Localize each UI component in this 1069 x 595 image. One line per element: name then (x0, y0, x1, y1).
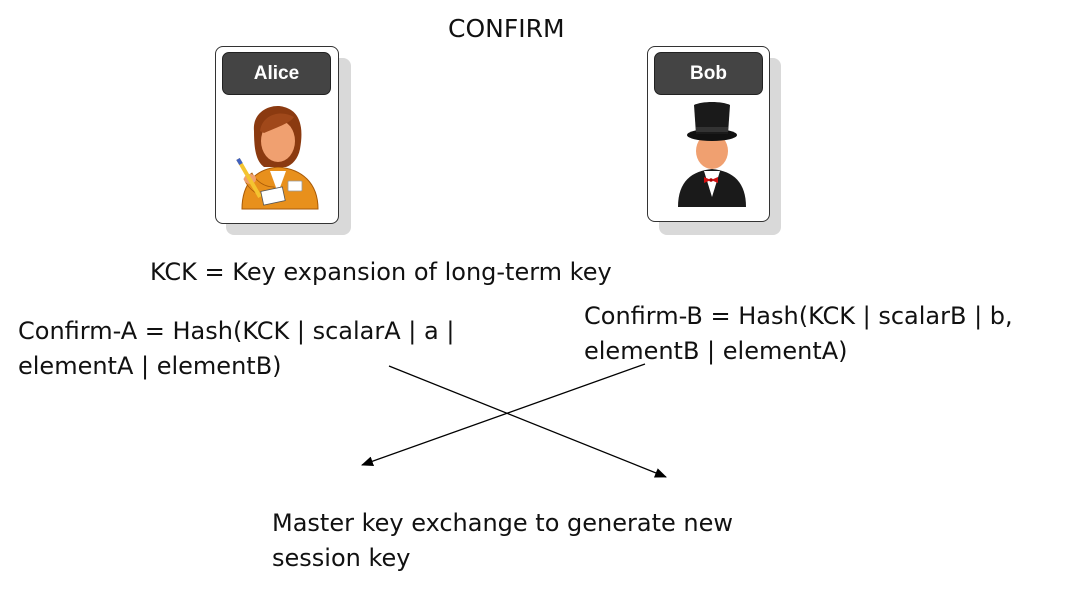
result-line-1: Master key exchange to generate new (272, 509, 733, 537)
man-top-hat-icon (678, 102, 746, 207)
confirm-b-line-2: elementB | elementA) (584, 337, 848, 365)
diagram-title: CONFIRM (448, 14, 565, 43)
bob-name-badge: Bob (654, 52, 763, 95)
confirm-a-formula: Confirm-A = Hash(KCK | scalarA | a | ele… (18, 314, 454, 384)
result-line-2: session key (272, 544, 411, 572)
bob-card: Bob (647, 46, 770, 222)
kck-definition: KCK = Key expansion of long-term key (150, 258, 612, 286)
woman-writing-icon (236, 106, 319, 210)
confirm-b-line-1: Confirm-B = Hash(KCK | scalarB | b, (584, 302, 1013, 330)
arrow-confirm-a-to-result (388, 365, 667, 478)
alice-name-badge: Alice (222, 52, 331, 95)
alice-card: Alice (215, 46, 339, 224)
confirm-a-line-2: elementA | elementB) (18, 352, 282, 380)
result-text: Master key exchange to generate new sess… (272, 506, 733, 576)
confirm-a-line-1: Confirm-A = Hash(KCK | scalarA | a | (18, 317, 455, 345)
confirm-b-formula: Confirm-B = Hash(KCK | scalarB | b, elem… (584, 299, 1013, 369)
arrow-confirm-b-to-result (361, 363, 646, 467)
